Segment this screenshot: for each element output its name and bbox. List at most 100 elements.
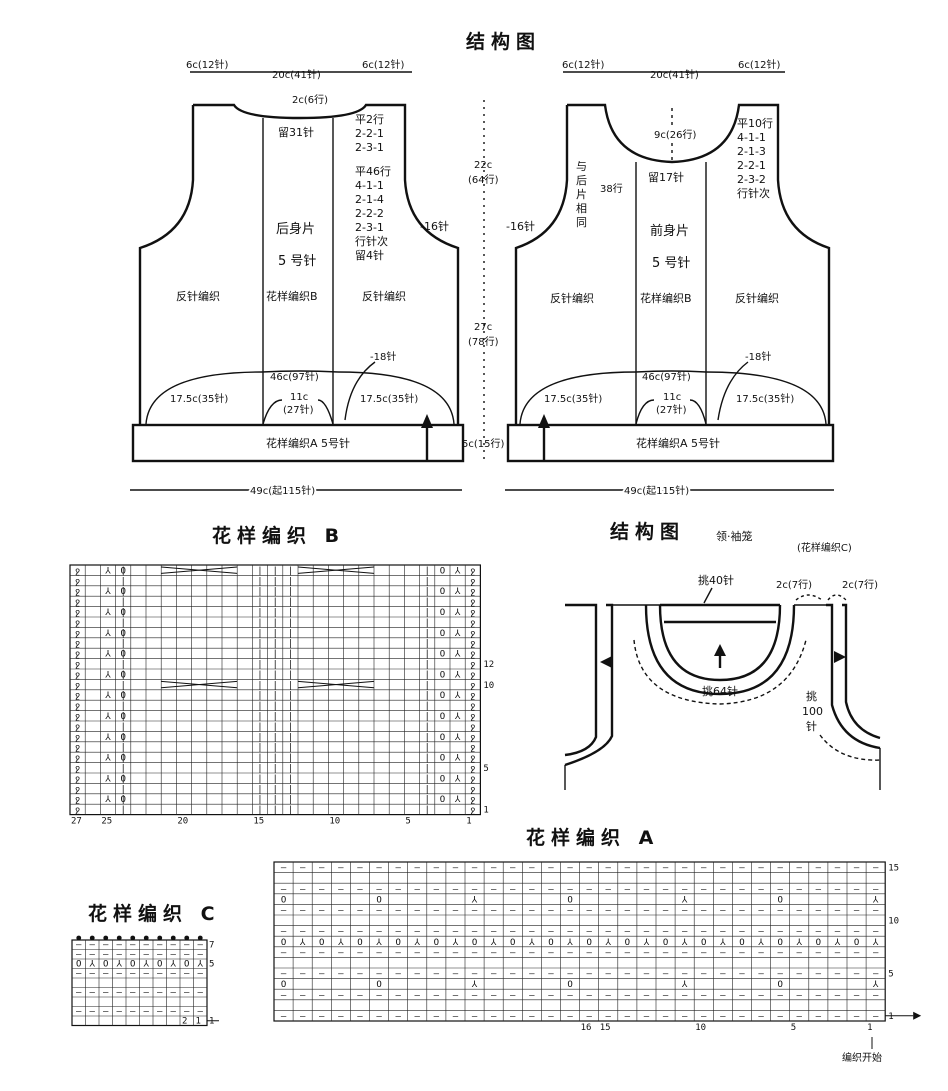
stitch-symbol: ջ [75, 587, 80, 597]
stitch-symbol: — [682, 864, 688, 874]
stitch-symbol: | [120, 587, 125, 597]
stitch-symbol: | [272, 722, 277, 732]
stitch-symbol: — [586, 970, 592, 980]
stitch-symbol: — [644, 1012, 650, 1022]
stitch-symbol: — [606, 991, 612, 1001]
svg-text:行针次: 行针次 [737, 186, 770, 200]
stitch-symbol: — [567, 991, 573, 1001]
stitch-symbol: | [424, 587, 429, 597]
svg-text:4-1-1: 4-1-1 [737, 131, 766, 144]
stitch-symbol: O [510, 938, 515, 948]
stitch-symbol: — [157, 988, 163, 998]
stitch-symbol: | [288, 764, 293, 774]
stitch-symbol: | [120, 670, 125, 680]
stitch-symbol: O [120, 691, 125, 701]
stitch-symbol: ⅄ [454, 629, 461, 639]
stitch-symbol: — [625, 991, 631, 1001]
stitch-symbol: | [272, 754, 277, 764]
stitch-symbol: | [257, 754, 262, 764]
dim-armhole-h: 22c [474, 160, 492, 171]
bind-off-dot [116, 935, 122, 941]
stitch-symbol: — [548, 991, 554, 1001]
stitch-symbol: — [300, 885, 306, 895]
stitch-symbol: — [835, 970, 841, 980]
stitch-symbol: — [529, 864, 535, 874]
stitch-symbol: — [835, 948, 841, 958]
stitch-symbol: ջ [470, 754, 475, 764]
stitch-symbol: ջ [470, 639, 475, 649]
stitch-symbol: — [835, 906, 841, 916]
stitch-symbol: — [281, 970, 287, 980]
svg-text:片: 片 [576, 188, 587, 201]
stitch-symbol: — [510, 906, 516, 916]
back-neck-width: 20c(41针) [272, 68, 321, 81]
stitch-symbol: | [424, 660, 429, 670]
stitch-symbol: ջ [75, 618, 80, 628]
stitch-symbol: — [606, 927, 612, 937]
svg-text:2-1-4: 2-1-4 [355, 193, 384, 206]
stitch-symbol: — [663, 970, 669, 980]
stitch-symbol: — [117, 1007, 123, 1017]
stitch-symbol: — [586, 906, 592, 916]
stitch-symbol: — [625, 864, 631, 874]
stitch-symbol: — [472, 1012, 478, 1022]
stitch-symbol: ջ [75, 670, 80, 680]
stitch-symbol: ջ [75, 743, 80, 753]
stitch-symbol: — [720, 927, 726, 937]
stitch-symbol: — [338, 906, 344, 916]
stitch-symbol: — [300, 948, 306, 958]
stitch-symbol: — [816, 927, 822, 937]
stitch-symbol: | [257, 774, 262, 784]
stitch-symbol: — [376, 927, 382, 937]
column-number: 10 [329, 817, 340, 827]
stitch-symbol: — [873, 970, 879, 980]
stitch-symbol: | [288, 754, 293, 764]
stitch-symbol: — [434, 906, 440, 916]
svg-text:2-2-1: 2-2-1 [737, 159, 766, 172]
stitch-symbol: — [758, 991, 764, 1001]
stitch-symbol: ⅄ [104, 754, 111, 764]
stitch-symbol: O [472, 938, 477, 948]
chart-pattern-a: ————————————————————————————————————————… [273, 861, 922, 1064]
column-number: 1 [867, 1023, 872, 1033]
stitch-symbol: — [758, 864, 764, 874]
stitch-symbol: | [257, 650, 262, 660]
stitch-symbol: O [120, 754, 125, 764]
stitch-symbol: O [440, 650, 445, 660]
stitch-symbol: — [395, 906, 401, 916]
stitch-symbol: — [701, 864, 707, 874]
stitch-symbol: | [120, 774, 125, 784]
stitch-symbol: O [120, 650, 125, 660]
stitch-symbol: — [76, 950, 82, 960]
stitch-symbol: ⅄ [454, 795, 461, 805]
stitch-symbol: | [288, 566, 293, 576]
stitch-symbol: O [440, 587, 445, 597]
stitch-symbol: — [395, 927, 401, 937]
stitch-symbol: | [288, 722, 293, 732]
stitch-symbol: | [272, 639, 277, 649]
stitch-symbol: — [586, 927, 592, 937]
stitch-symbol: — [873, 864, 879, 874]
stitch-symbol: ⅄ [414, 938, 421, 948]
stitch-symbol: — [90, 969, 96, 979]
stitch-symbol: O [319, 938, 324, 948]
stitch-symbol: — [682, 906, 688, 916]
stitch-symbol: — [90, 988, 96, 998]
back-piece: 6c(12针) 20c(41针) 6c(12针) 2c(6行) 留31针 平2行… [130, 58, 465, 499]
back-center-width: 11c [290, 392, 308, 403]
stitch-symbol: | [120, 681, 125, 691]
stitch-symbol: — [816, 864, 822, 874]
stitch-symbol: — [548, 906, 554, 916]
stitch-symbol: ⅄ [170, 960, 177, 970]
stitch-symbol: | [424, 743, 429, 753]
bind-off-dot [157, 935, 163, 941]
stitch-symbol: — [797, 864, 803, 874]
stitch-symbol: — [171, 950, 177, 960]
stitch-symbol: ջ [470, 702, 475, 712]
stitch-symbol: | [120, 639, 125, 649]
stitch-symbol: — [300, 927, 306, 937]
stitch-symbol: | [272, 660, 277, 670]
bind-off-dot [130, 935, 136, 941]
stitch-symbol: | [257, 785, 262, 795]
row-number: 10 [888, 917, 899, 927]
